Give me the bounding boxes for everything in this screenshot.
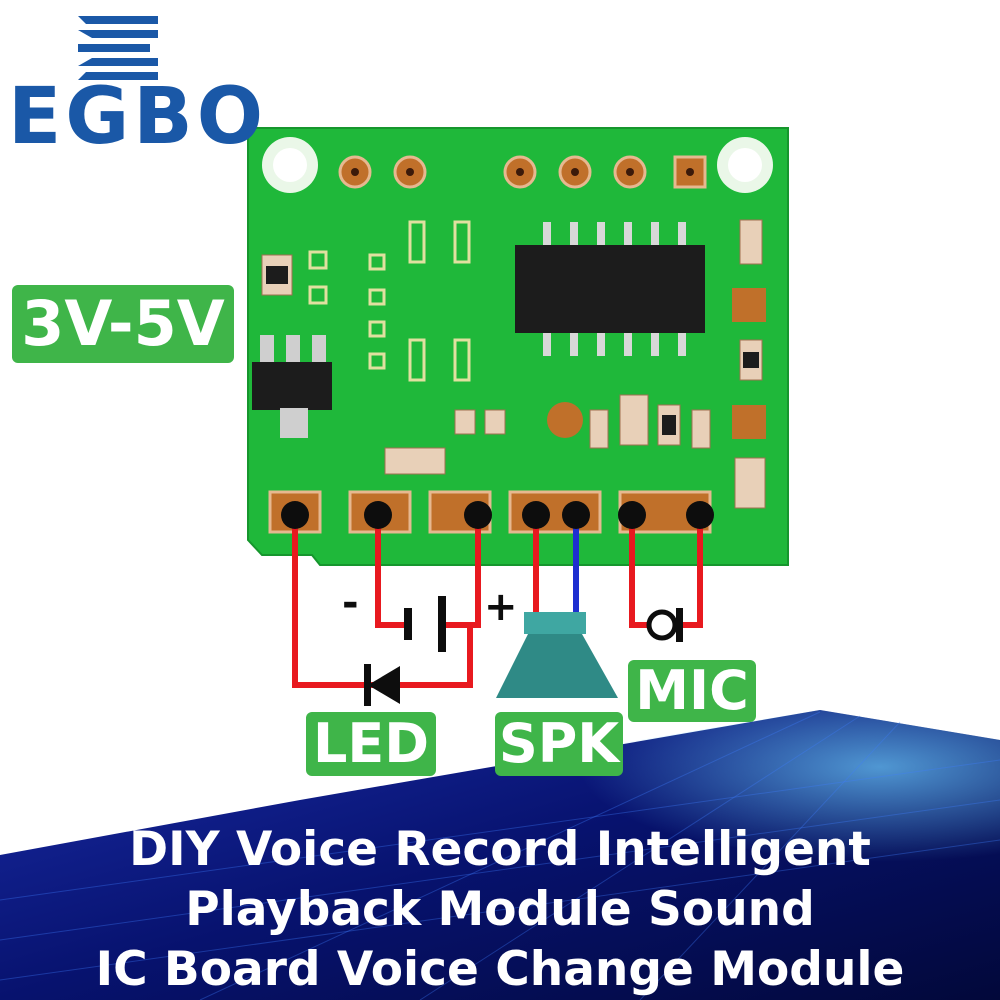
battery-minus-label: -	[342, 580, 359, 626]
wire-vcc	[442, 515, 481, 628]
logo-mark-icon	[78, 16, 158, 80]
speaker-icon	[496, 612, 618, 698]
diode-icon	[364, 664, 400, 706]
spk-tag: SPK	[495, 712, 623, 776]
wire-mic-1	[629, 515, 650, 628]
ic-chip	[515, 222, 705, 356]
title-line-2: Playback Module Sound	[185, 882, 815, 937]
microphone-icon	[646, 608, 683, 642]
product-title: DIY Voice Record Intelligent Playback Mo…	[0, 820, 1000, 1000]
wire-gnd	[375, 515, 412, 628]
pcb-board	[247, 127, 789, 566]
title-line-1: DIY Voice Record Intelligent	[129, 822, 871, 877]
title-line-3: IC Board Voice Change Module	[95, 942, 905, 997]
led-tag: LED	[306, 712, 436, 776]
transistor	[252, 335, 332, 438]
battery-plus-label: +	[484, 584, 518, 630]
wire-mic-2	[680, 515, 703, 628]
voltage-tag: 3V-5V	[12, 285, 234, 363]
battery-icon	[404, 596, 446, 652]
brand-logo-text: EGBO	[8, 72, 268, 162]
mic-tag: MIC	[628, 660, 756, 722]
